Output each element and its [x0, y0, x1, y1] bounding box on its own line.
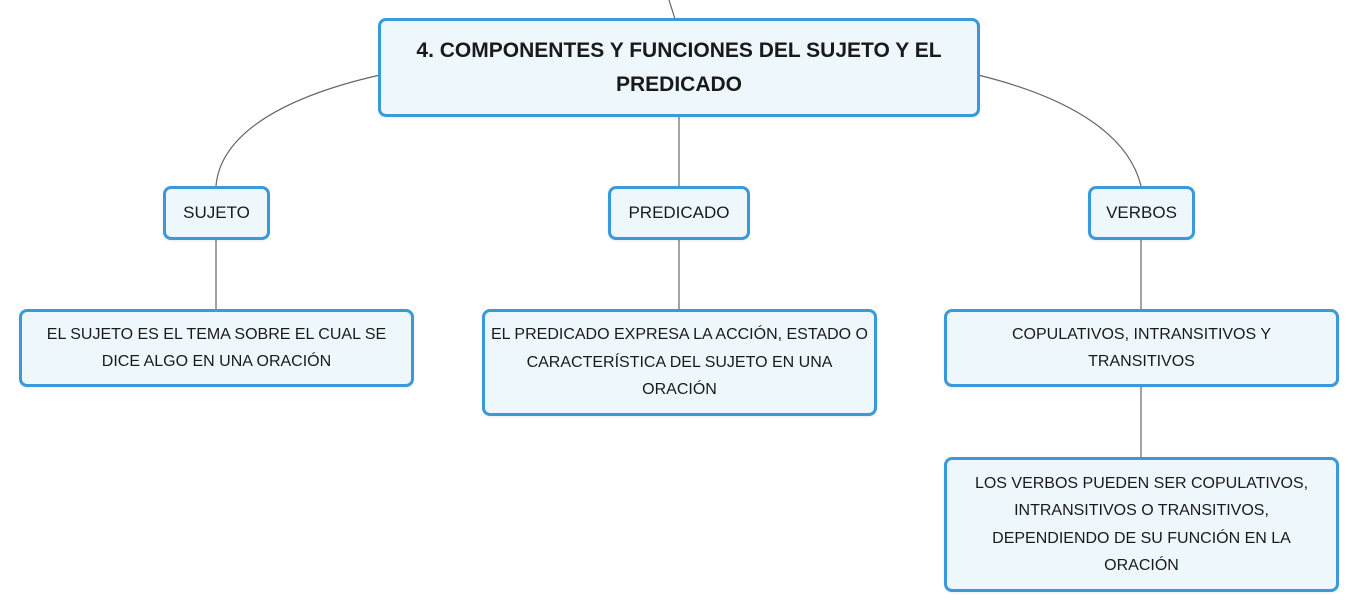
- subtopic-node-predicado-description[interactable]: EL PREDICADO EXPRESA LA ACCIÓN, ESTADO O…: [482, 309, 877, 416]
- root-topic-node[interactable]: 4. COMPONENTES Y FUNCIONES DEL SUJETO Y …: [378, 18, 980, 117]
- connector-root-verbos: [977, 74, 1142, 187]
- topic-label-predicado: PREDICADO: [628, 203, 730, 222]
- root-topic-label: 4. COMPONENTES Y FUNCIONES DEL SUJETO Y …: [416, 38, 942, 96]
- subtopic-label-verbos-detail: LOS VERBOS PUEDEN SER COPULATIVOS, INTRA…: [974, 474, 1309, 575]
- subtopic-label-verbos-description: COPULATIVOS, INTRANSITIVOS Y TRANSITIVOS: [1011, 325, 1271, 371]
- topic-node-verbos[interactable]: VERBOS: [1088, 186, 1195, 240]
- subtopic-label-predicado-description: EL PREDICADO EXPRESA LA ACCIÓN, ESTADO O…: [491, 326, 868, 399]
- subtopic-node-verbos-detail[interactable]: LOS VERBOS PUEDEN SER COPULATIVOS, INTRA…: [944, 457, 1339, 592]
- topic-node-sujeto[interactable]: SUJETO: [163, 186, 270, 240]
- topic-label-sujeto: SUJETO: [183, 203, 250, 222]
- subtopic-node-verbos-description[interactable]: COPULATIVOS, INTRANSITIVOS Y TRANSITIVOS: [944, 309, 1339, 387]
- subtopic-node-sujeto-description[interactable]: EL SUJETO ES EL TEMA SOBRE EL CUAL SE DI…: [19, 309, 414, 387]
- parent-connector: [668, 0, 676, 20]
- topic-label-verbos: VERBOS: [1106, 203, 1177, 222]
- connector-root-sujeto: [215, 74, 381, 187]
- topic-node-predicado[interactable]: PREDICADO: [608, 186, 750, 240]
- subtopic-label-sujeto-description: EL SUJETO ES EL TEMA SOBRE EL CUAL SE DI…: [46, 325, 387, 371]
